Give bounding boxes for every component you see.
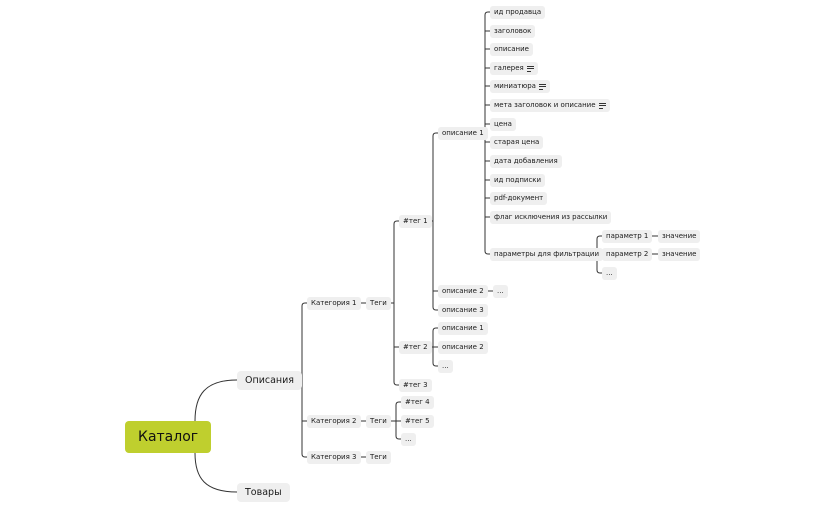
field-seller-id[interactable]: ид продавца	[490, 6, 546, 19]
connector-line	[432, 132, 438, 221]
connector-line	[596, 235, 602, 254]
tag-5[interactable]: #тег 5	[401, 415, 434, 428]
tag2-description-2[interactable]: описание 2	[438, 341, 488, 354]
field-filter-params[interactable]: параметры для фильтрации	[490, 248, 604, 261]
tags-group-1[interactable]: Теги	[366, 297, 391, 310]
connector-line	[432, 221, 438, 311]
branch-goods[interactable]: Товары	[237, 483, 290, 502]
connector-line	[393, 220, 399, 303]
filter-param-2[interactable]: параметр 2	[602, 248, 653, 261]
field-title[interactable]: заголовок	[490, 25, 536, 38]
field-label: дата добавления	[494, 157, 558, 165]
param-1-value[interactable]: значение	[658, 230, 701, 243]
tag-2[interactable]: #тег 2	[399, 341, 432, 354]
field-thumbnail[interactable]: миниатюра	[490, 80, 550, 93]
connector-line	[393, 303, 399, 386]
field-date-added[interactable]: дата добавления	[490, 155, 562, 168]
field-label: pdf-документ	[494, 194, 544, 202]
connector-line	[301, 302, 307, 380]
field-meta[interactable]: мета заголовок и описание	[490, 99, 610, 112]
root-node[interactable]: Каталог	[125, 421, 212, 453]
connector-line	[395, 421, 401, 440]
field-mailing-flag[interactable]: флаг исключения из рассылки	[490, 211, 612, 224]
note-lines-icon[interactable]	[598, 102, 606, 109]
field-subscription-id[interactable]: ид подписки	[490, 174, 546, 187]
field-description[interactable]: описание	[490, 43, 533, 56]
filter-param-1[interactable]: параметр 1	[602, 230, 653, 243]
tag2-description-more[interactable]: ...	[438, 360, 453, 373]
connector-line	[432, 347, 438, 367]
filter-param-more[interactable]: ...	[602, 267, 617, 280]
connector-line	[484, 133, 490, 255]
connector-line	[194, 379, 238, 422]
tags-group-3[interactable]: Теги	[366, 451, 391, 464]
note-lines-icon[interactable]	[526, 65, 534, 72]
category-1[interactable]: Категория 1	[307, 297, 361, 310]
note-lines-icon[interactable]	[538, 83, 546, 90]
category-2[interactable]: Категория 2	[307, 415, 361, 428]
field-label: ид продавца	[494, 8, 542, 16]
tag2-description-1[interactable]: описание 1	[438, 322, 488, 335]
param-2-value[interactable]: значение	[658, 248, 701, 261]
tag1-description-2[interactable]: описание 2	[438, 285, 488, 298]
description2-more[interactable]: ...	[493, 285, 508, 298]
branch-descriptions[interactable]: Описания	[237, 371, 303, 390]
category-3[interactable]: Категория 3	[307, 451, 361, 464]
tag1-description-3[interactable]: описание 3	[438, 304, 488, 317]
connector-line	[484, 11, 490, 133]
field-label: миниатюра	[494, 82, 536, 90]
field-label: старая цена	[494, 138, 540, 146]
field-old-price[interactable]: старая цена	[490, 136, 544, 149]
connector-line	[596, 254, 602, 274]
field-label: флаг исключения из рассылки	[494, 213, 608, 221]
tags-group-2[interactable]: Теги	[366, 415, 391, 428]
field-label: цена	[494, 120, 512, 128]
tag-4[interactable]: #тег 4	[401, 396, 434, 409]
connector-line	[194, 452, 238, 493]
tag-3[interactable]: #тег 3	[399, 379, 432, 392]
tag-1[interactable]: #тег 1	[399, 215, 432, 228]
connector-line	[301, 380, 307, 458]
connector-line	[432, 327, 438, 347]
connector-line	[395, 401, 401, 421]
field-pdf[interactable]: pdf-документ	[490, 192, 548, 205]
field-label: параметры для фильтрации	[494, 250, 600, 258]
field-label: галерея	[494, 64, 524, 72]
tag1-description-1[interactable]: описание 1	[438, 127, 488, 140]
field-price[interactable]: цена	[490, 118, 516, 131]
field-label: описание	[494, 45, 529, 53]
tag-more[interactable]: ...	[401, 433, 416, 446]
field-gallery[interactable]: галерея	[490, 62, 538, 75]
field-label: ид подписки	[494, 176, 542, 184]
field-label: заголовок	[494, 27, 532, 35]
field-label: мета заголовок и описание	[494, 101, 596, 109]
